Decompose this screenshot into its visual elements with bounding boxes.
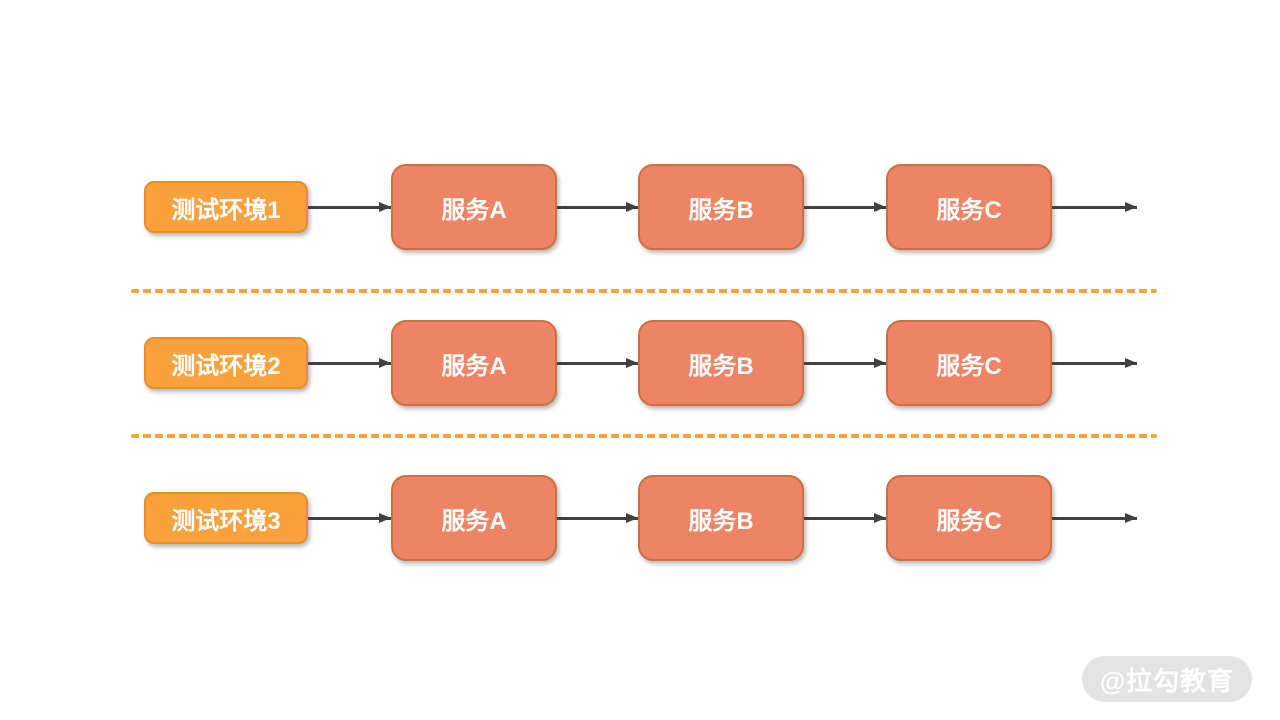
watermark-badge: @拉勾教育 (1082, 656, 1252, 702)
service-box-c: 服务C (886, 320, 1052, 406)
service-box-label: 服务C (936, 196, 1002, 224)
service-box-label: 服务B (688, 352, 754, 380)
service-box-label: 服务C (936, 507, 1002, 535)
watermark-label: @拉勾教育 (1099, 665, 1235, 696)
env-box-label: 测试环境3 (171, 507, 281, 535)
service-box-a: 服务A (391, 320, 557, 406)
service-box-label: 服务B (688, 507, 754, 535)
service-box-label: 服务A (441, 352, 507, 380)
env-box-3: 测试环境3 (144, 492, 308, 544)
service-box-a: 服务A (391, 475, 557, 561)
arrow-right-connector (557, 361, 638, 365)
service-box-label: 服务C (936, 352, 1002, 380)
service-box-label: 服务B (688, 196, 754, 224)
arrow-right-connector (308, 361, 391, 365)
service-box-b: 服务B (638, 475, 804, 561)
service-box-b: 服务B (638, 164, 804, 250)
arrow-right-connector (1052, 361, 1137, 365)
service-box-c: 服务C (886, 164, 1052, 250)
arrow-right-connector (557, 205, 638, 209)
env-pipeline-row-2: 测试环境2 服务A 服务B 服务C (144, 320, 1137, 406)
dashed-separator (131, 289, 1157, 293)
service-box-a: 服务A (391, 164, 557, 250)
arrow-right-connector (804, 361, 886, 365)
env-pipeline-row-3: 测试环境3 服务A 服务B 服务C (144, 475, 1137, 561)
arrow-right-connector (1052, 205, 1137, 209)
env-box-label: 测试环境1 (171, 196, 281, 224)
service-box-b: 服务B (638, 320, 804, 406)
env-box-2: 测试环境2 (144, 337, 308, 389)
arrow-right-connector (308, 205, 391, 209)
dashed-separator (131, 434, 1157, 438)
service-box-label: 服务A (441, 507, 507, 535)
service-box-label: 服务A (441, 196, 507, 224)
arrow-right-connector (804, 516, 886, 520)
arrow-right-connector (804, 205, 886, 209)
env-box-label: 测试环境2 (171, 352, 281, 380)
arrow-right-connector (557, 516, 638, 520)
env-box-1: 测试环境1 (144, 181, 308, 233)
arrow-right-connector (1052, 516, 1137, 520)
arrow-right-connector (308, 516, 391, 520)
service-box-c: 服务C (886, 475, 1052, 561)
env-pipeline-row-1: 测试环境1 服务A 服务B 服务C (144, 164, 1137, 250)
